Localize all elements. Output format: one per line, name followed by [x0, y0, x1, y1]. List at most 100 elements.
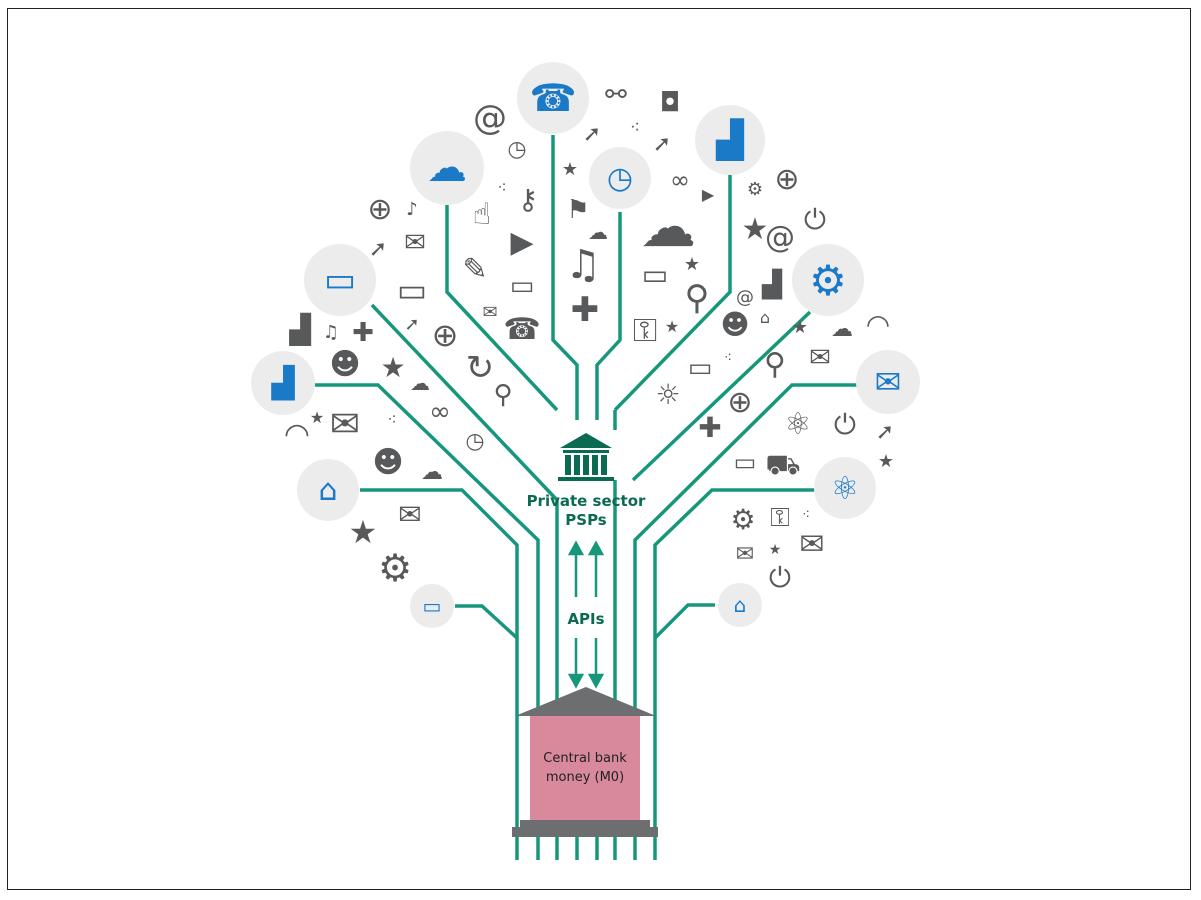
server-icon: ▭ — [410, 584, 454, 628]
globe-stand-icon: ⊕ — [367, 192, 393, 227]
star-icon-5: ★ — [877, 451, 895, 472]
cloud-network-icon: ☁ — [410, 131, 484, 205]
document-edit-icon: ✎ — [462, 252, 488, 287]
tablet-chart-icon: ▟ — [251, 351, 315, 415]
small-gear-icon: ⚙ — [746, 179, 764, 200]
cloud-icon-5: ☁ — [421, 460, 443, 485]
branch-money — [653, 603, 715, 640]
dots-icon-4: ⁖ — [387, 410, 397, 429]
thumbs-up-icon: ☝ — [472, 197, 492, 232]
star-icon: ★ — [561, 159, 579, 180]
clock-icon-2: ◷ — [465, 429, 485, 454]
play-icon: ▶ — [701, 185, 715, 204]
dashboard-icon: ▟ — [289, 313, 311, 346]
globe-icon: ⊕ — [774, 162, 800, 197]
api-arrows — [567, 540, 605, 689]
branch-clock — [595, 212, 622, 420]
share-icon: ∞ — [670, 166, 690, 194]
handshake-icon: ⚯ — [605, 80, 627, 110]
magnifier-icon-2: ⚲ — [764, 347, 786, 382]
psp-label: Private sector PSPs — [526, 492, 646, 529]
star-icon-6: ★ — [768, 542, 782, 558]
globe-icon-2: ⊕ — [727, 385, 753, 420]
laptop-chat-icon: ✉ — [809, 343, 831, 373]
branch-atom — [653, 488, 815, 860]
lightning-icon: ➚ — [368, 237, 388, 262]
trend-icon: ➚ — [582, 122, 602, 147]
wifi-icon: ◠ — [865, 308, 891, 341]
bar-chart-icon: ▟ — [762, 270, 782, 300]
users-icon: ☻ — [720, 308, 750, 341]
dots-icon-2: ⁖ — [497, 178, 507, 197]
stars-icon: ★ — [683, 254, 701, 275]
branch-cloud — [445, 205, 559, 412]
diagram-frame — [7, 8, 1191, 890]
cart-icon: ⛟ — [765, 448, 801, 481]
music-icon: ♫ — [565, 242, 601, 288]
star-large-icon: ★ — [348, 513, 378, 551]
smartphone-power-icon: ⏻ — [833, 408, 857, 441]
star-icon-2: ★ — [664, 317, 680, 336]
power-icon-2: ⏻ — [768, 561, 792, 594]
chat-bubbles-icon-2: ✉ — [799, 527, 825, 562]
cloud-icon-3: ☁ — [410, 371, 430, 395]
puzzle-icon-3: ✚ — [698, 411, 722, 444]
cloud-upload-icon: ☁ — [640, 195, 696, 260]
branch-phone-top — [551, 135, 579, 420]
branch-mail — [633, 383, 858, 860]
monitor-chart-icon: ▟ — [695, 105, 765, 175]
clock-refresh-icon: ◷ — [589, 147, 651, 209]
central-bank-box: Central bank money (M0) — [530, 716, 640, 820]
gear-icon: ⚙ — [377, 546, 413, 590]
monitor-icon-2: ▭ — [733, 448, 757, 476]
central-bank-building — [512, 687, 658, 837]
cloud-icon-4: ☁ — [831, 317, 853, 342]
padlock-icon: ⚿ — [770, 503, 790, 533]
dots-icon: ⁖ — [629, 117, 641, 138]
monitor-cursor-icon: ▭ — [509, 271, 535, 301]
psp-bank-icon — [558, 433, 614, 481]
puzzle-icon: ✚ — [570, 290, 600, 330]
star-icon-3: ★ — [791, 317, 809, 338]
at-small-icon: @ — [736, 287, 754, 308]
megaphone-icon: ▶ — [510, 225, 534, 260]
dots-icon-3: ⁖ — [723, 350, 733, 366]
camera-icon: ◘ — [659, 88, 681, 118]
world-icon: ⊕ — [431, 316, 459, 354]
music-note-icon: ♪ — [406, 199, 418, 220]
small-cloud-icon: ☁ — [588, 220, 608, 244]
star-icon-4: ★ — [309, 408, 325, 427]
dots-icon-5: ⁖ — [801, 507, 811, 523]
monitor-cursor-icon-2: ▭ — [687, 353, 713, 383]
desktop-icon: ▭ — [396, 271, 428, 309]
shield-phone-icon: ☎ — [503, 312, 541, 347]
branch-monitor — [613, 175, 732, 412]
arrow-icon: ➚ — [652, 132, 672, 157]
at-icon-2: @ — [765, 220, 795, 255]
chat-icon: ✉ — [735, 542, 755, 567]
at-icon: @ — [473, 98, 507, 138]
credit-cards-icon: ▭ — [304, 244, 376, 316]
wallet-icon: ⌂ — [297, 459, 359, 521]
search-icon: ⚲ — [493, 380, 513, 410]
group-icon: ☻ — [372, 445, 404, 480]
lock-icon: ⚿ — [632, 311, 658, 349]
branch-wallet — [360, 488, 519, 860]
branch-server — [455, 604, 519, 640]
mobile-phone-icon: ☎ — [517, 62, 589, 134]
arrow-icon-2: ➚ — [404, 314, 420, 335]
branch-gear — [631, 310, 812, 482]
gamepad-icon: ☻ — [329, 347, 361, 382]
puzzle-icon-2: ✚ — [352, 318, 374, 348]
gear-icon-2: ⚙ — [730, 503, 756, 536]
envelope-icon: ✉ — [482, 302, 498, 323]
map-pin-icon: ★ — [741, 212, 769, 247]
music-icon-2: ♫ — [322, 322, 340, 343]
central-bank-label: Central bank money (M0) — [543, 751, 627, 785]
branch-cards — [370, 303, 559, 540]
bank-small-icon: ⌂ — [759, 308, 771, 327]
power-icon: ⏻ — [803, 203, 827, 236]
lightbulb-icon: ☼ — [655, 378, 681, 411]
wifi-icon-2: ◠ — [283, 417, 311, 452]
server-rack-icon: ▭ — [641, 258, 669, 291]
